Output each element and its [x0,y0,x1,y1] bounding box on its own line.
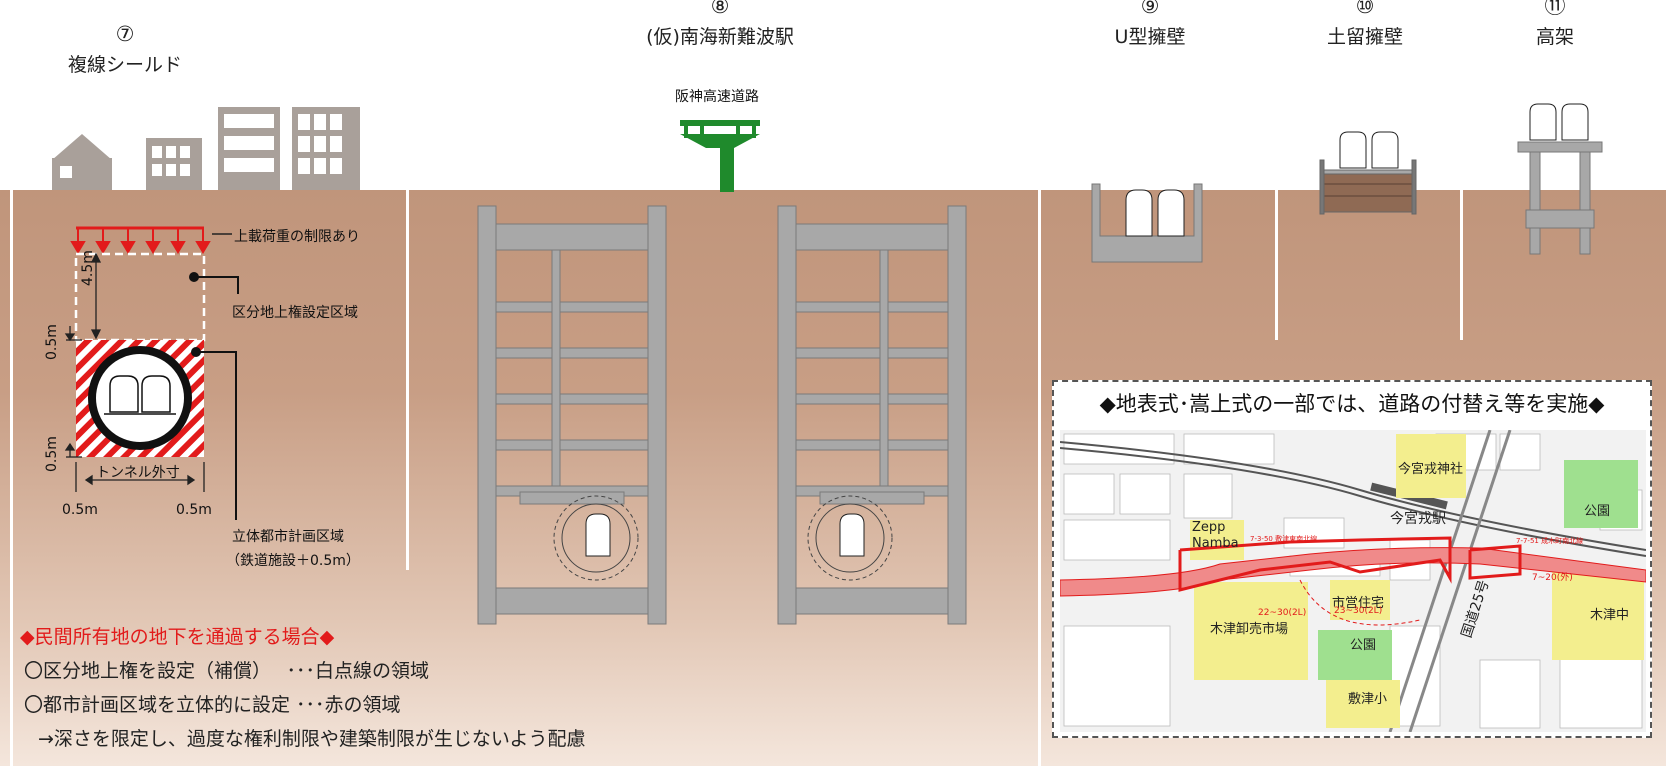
station-structure-left [477,205,667,625]
city-zone-sublabel: （鉄道施設＋0.5m） [226,553,360,569]
viaduct-structure [1517,103,1603,255]
section-number: ⑨ [1140,0,1160,18]
u-wall-structure [1091,183,1203,263]
train-outline-icon [104,375,176,415]
notes-line-1: 〇区分地上権を設定（補償） ･･･白点線の領域 [24,660,430,682]
section-label: 高架 [1535,26,1574,48]
highway-label: 阪神高速道路 [675,89,759,105]
map-label-zepp: Zepp Namba [1192,520,1239,551]
map-drawing [1060,430,1646,732]
building-medium-icon [218,107,280,190]
map-title: ◆地表式･嵩上式の一部では、道路の付替え等を実施◆ [1099,392,1605,416]
load-limit-note: 上載荷重の制限あり [234,229,360,245]
section-label: 複線シールド [67,54,182,76]
dimension-lines [64,252,205,492]
map-label-housing: 市営住宅 [1332,596,1385,611]
section-divider-2 [1038,190,1041,766]
load-arrows [70,226,232,254]
section-header-shield: ⑦ 複線シールド [55,22,195,77]
section-header-u-wall: ⑨ U型擁壁 [1090,0,1210,49]
city-zone-label: 立体都市計画区域 [232,529,344,545]
section-header-station: ⑧ (仮)南海新難波駅 [610,0,830,49]
section-number: ⑦ [115,22,135,46]
map-label-count-3: 7~20(外) [1532,573,1573,583]
map-label-school-1: 敷津小 [1348,692,1388,707]
section-divider-1 [406,190,409,570]
house-icon [52,134,112,190]
section-label: (仮)南海新難波駅 [646,26,794,48]
map-label-road-2: 7-7-51 成木町南北線 [1516,537,1584,545]
retaining-wall-structure [1319,131,1417,215]
map-label-park-2: 公園 [1350,638,1377,653]
section-number: ⑧ [710,0,730,18]
map-label-station: 今宮戎駅 [1390,511,1446,527]
section-header-viaduct: ⑪ 高架 [1515,0,1595,49]
surface-right-zone-label: 区分地上権設定区域 [232,305,358,321]
map-label-shrine: 今宮戎神社 [1398,462,1464,477]
station-structure-right [777,205,967,625]
map-inset: ◆地表式･嵩上式の一部では、道路の付替え等を実施◆ [1052,380,1652,738]
building-large-icon [292,107,360,190]
map-label-count-2: 22~30(2L) [1258,608,1307,618]
shield-tunnel [88,346,192,450]
map-label-road-1: 7-3-50 敷津東南北線 [1250,535,1318,543]
section-number: ⑩ [1355,0,1375,18]
margin-top-label: 0.5m [44,324,60,360]
building-small-icon [146,138,202,190]
notes-heading: ◆民間所有地の地下を通過する場合◆ [20,626,335,648]
section-label: U型擁壁 [1114,26,1186,48]
notes-line-3: →深さを限定し、過度な権利制限や建築制限が生じないよう配慮 [38,728,586,750]
section-divider-3 [1275,190,1278,340]
section-divider-4 [1460,190,1463,340]
section-number: ⑪ [1544,0,1566,18]
margin-left-label: 0.5m [62,502,98,518]
map-area: 今宮戎神社 公園 今宮戎駅 Zepp Namba 市営住宅 木津卸売市場 公園 … [1060,430,1646,732]
map-label-park-1: 公園 [1584,504,1611,519]
depth-label: 4.5m [80,250,96,286]
section-label: 土留擁壁 [1326,26,1403,48]
highway-pier [680,120,760,192]
map-label-market: 木津卸売市場 [1210,622,1289,637]
margin-bottom-label: 0.5m [44,436,60,472]
margin-right-label: 0.5m [176,502,212,518]
zone-leader-bottom [191,347,237,520]
notes-line-2: 〇都市計画区域を立体的に設定 ･･･赤の領域 [24,694,401,716]
tunnel-width-label: トンネル外寸 [96,465,180,481]
section-divider-left [10,190,13,766]
section-header-retaining-wall: ⑩ 土留擁壁 [1310,0,1420,49]
map-label-count-1: 23~30(2L) [1334,606,1383,616]
map-label-school-2: 木津中 [1590,608,1630,623]
zone-leader-top [189,272,239,294]
